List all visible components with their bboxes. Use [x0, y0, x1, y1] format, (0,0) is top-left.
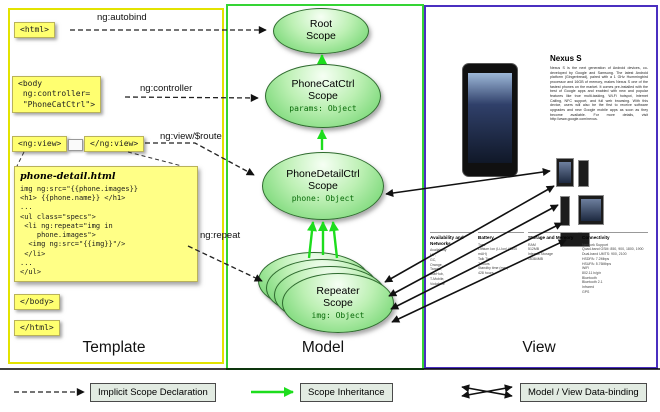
spec-header-battery: Battery [478, 235, 494, 240]
phonecatctrl-scope-ellipse: PhoneCatCtrl Scope params: Object [265, 64, 381, 128]
spec-column-availability: Availability and Networks Availability M… [430, 232, 474, 286]
spec-body-connectivity: Network Support Quad-band GSM: 850, 900,… [582, 242, 644, 294]
phone-thumbnail-1-screen [559, 162, 571, 183]
spec-header-connectivity: Connectivity [582, 235, 610, 240]
legend-scope-inheritance: Scope Inheritance [300, 383, 393, 402]
html-open-tag-box: <html> [14, 22, 55, 39]
phone-detail-template-title: phone-detail.html [20, 171, 116, 182]
repeater-scope-ellipse: Repeater Scope img: Object [282, 273, 394, 333]
ng-autobind-label: ng:autobind [97, 12, 147, 23]
template-column-frame [8, 8, 224, 364]
phone-thumbnail-4 [578, 195, 604, 225]
spec-column-connectivity: Connectivity Network Support Quad-band G… [582, 232, 648, 295]
legend-implicit-scope-declaration: Implicit Scope Declaration [90, 383, 216, 402]
ng-view-close-tag-box: </ng:view> [84, 136, 145, 153]
ng-view-placeholder-box [68, 139, 83, 151]
model-column-label: Model [301, 339, 345, 356]
legend-model-view-databinding: Model / View Data-binding [520, 383, 647, 402]
phone-main-screen [468, 73, 512, 163]
spec-header-storage: Storage and Memory [528, 235, 574, 240]
ng-view-open-tag-box: <ng:view> [12, 136, 68, 153]
phone-thumbnail-1 [556, 158, 574, 187]
spec-body-battery: Type Lithium Ion (Li-Ion) (1500 mAH) Tal… [478, 242, 518, 276]
view-page-title: Nexus S [550, 54, 582, 63]
spec-body-availability: Availability M7, GC, Orange, Tangier, St… [430, 248, 447, 286]
legend-databinding-arrow-sample-2 [461, 384, 513, 399]
repeater-scope-prop: img: Object [311, 311, 365, 321]
view-column-frame [424, 5, 658, 369]
view-column-label: View [522, 339, 556, 356]
phone-detail-template-box: phone-detail.html img ng:src="{{phone.im… [14, 166, 198, 283]
spec-body-storage: RAM 512MB Internal Storage 16384MB [528, 242, 553, 261]
phone-thumbnail-3 [560, 196, 570, 226]
phonedetailctrl-scope-title: PhoneDetailCtrl Scope [286, 167, 360, 192]
spec-header-availability: Availability and Networks [430, 235, 464, 246]
phone-thumbnail-4-screen [581, 199, 601, 221]
spec-column-storage: Storage and Memory RAM 512MB Internal St… [528, 232, 578, 262]
phonecatctrl-scope-prop: params: Object [289, 104, 357, 114]
repeater-scope-title: Repeater Scope [316, 284, 360, 309]
root-scope-ellipse: Root Scope [273, 8, 369, 54]
ng-repeat-label: ng:repeat [200, 230, 241, 241]
view-page-description: Nexus S is the next generation of Androi… [550, 66, 648, 122]
spec-column-battery: Battery Type Lithium Ion (Li-Ion) (1500 … [478, 232, 524, 276]
body-close-tag-box: </body> [14, 294, 60, 311]
body-controller-tag-box: <body ng:controller= "PhoneCatCtrl"> [12, 76, 102, 114]
ng-view-route-label: ng:view/$route [160, 131, 222, 142]
phone-thumbnail-2 [578, 160, 589, 187]
root-scope-title: Root Scope [306, 18, 336, 42]
ng-controller-label: ng:controller [140, 83, 193, 94]
phone-detail-template-code: img ng:src="{{phone.images}} <h1> {{phon… [20, 185, 139, 277]
template-column-label: Template [82, 339, 146, 356]
phone-main-image [462, 63, 518, 177]
phonedetailctrl-scope-ellipse: PhoneDetailCtrl Scope phone: Object [262, 152, 384, 220]
legend-databinding-arrow-sample-1 [461, 384, 513, 399]
phonecatctrl-scope-title: PhoneCatCtrl Scope [291, 77, 355, 102]
phonedetailctrl-scope-prop: phone: Object [291, 194, 355, 204]
html-close-tag-box: </html> [14, 320, 60, 337]
